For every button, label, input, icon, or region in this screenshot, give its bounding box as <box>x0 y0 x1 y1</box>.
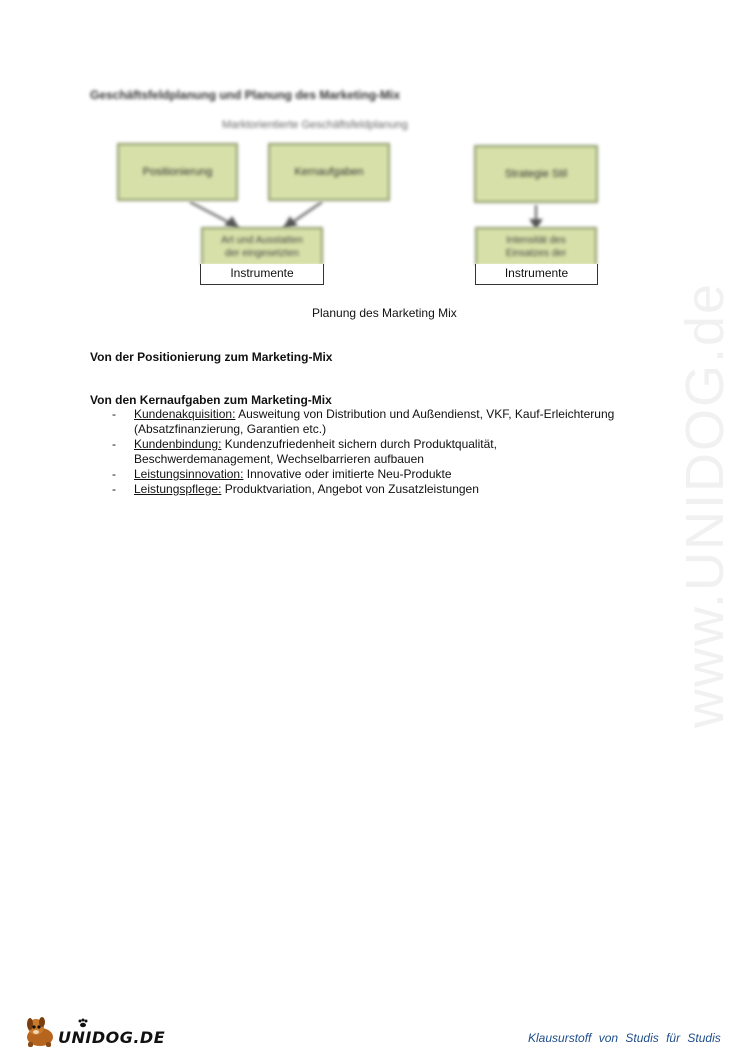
list-item: - Leistungspflege: Produktvariation, Ang… <box>90 482 694 497</box>
box-positionierung: Positionierung <box>117 143 238 201</box>
diagram-subtitle: Marktorientierte Geschäftsfeldplanung <box>222 119 408 131</box>
box-strategie-stil-label: Strategie Stil <box>504 168 568 180</box>
list-item: - Kundenbindung: Kundenzufriedenheit sic… <box>90 437 694 467</box>
document-title: Geschäftsfeldplanung und Planung des Mar… <box>90 88 401 102</box>
list-dash: - <box>112 467 116 481</box>
section-heading-positionierung: Von der Positionierung zum Marketing-Mix <box>90 350 333 364</box>
list-term: Leistungsinnovation: <box>134 467 244 481</box>
list-item: - Leistungsinnovation: Innovative oder i… <box>90 467 694 482</box>
box-strategie-stil: Strategie Stil <box>474 145 598 203</box>
diagram-arrows <box>189 201 543 230</box>
list-text: Ausweitung von Distribution und Außendie… <box>235 407 615 421</box>
box-intensitaet-line1: Intensität des <box>506 235 566 246</box>
box-intensitaet-line2: Einsatzes der <box>505 248 567 259</box>
watermark: www.UNIDOG.de <box>675 281 735 729</box>
section-heading-kernaufgaben: Von den Kernaufgaben zum Marketing-Mix <box>90 393 332 407</box>
list-term: Kundenakquisition: <box>134 407 236 421</box>
dog-logo-icon <box>27 1017 53 1047</box>
list-dash: - <box>112 407 116 421</box>
list-text-cont: Beschwerdemanagement, Wechselbarrieren a… <box>134 452 424 466</box>
footer-tagline: Klausurstoff von Studis für Studis <box>528 1031 721 1045</box>
diagram-caption: Planung des Marketing Mix <box>312 306 457 320</box>
box-art-und-ausstatten: Art und Ausstatten der eingesetzten <box>201 227 323 265</box>
box-art-instrumente: Instrumente <box>200 264 324 285</box>
box-kernaufgaben-label: Kernaufgaben <box>294 166 364 178</box>
kernaufgaben-list: - Kundenakquisition: Ausweitung von Dist… <box>90 407 694 497</box>
list-item: - Kundenakquisition: Ausweitung von Dist… <box>90 407 694 437</box>
box-positionierung-label: Positionierung <box>142 166 213 178</box>
paw-icon <box>78 1018 88 1028</box>
box-kernaufgaben: Kernaufgaben <box>268 143 390 201</box>
list-text: Produktvariation, Angebot von Zusatzleis… <box>221 482 479 496</box>
box-intensitaet-instrumente: Instrumente <box>475 264 598 285</box>
list-text: Kundenzufriedenheit sichern durch Produk… <box>221 437 497 451</box>
logo-text: UNIDOG.DE <box>58 1028 166 1047</box>
list-text-cont: (Absatzfinanzierung, Garantien etc.) <box>134 422 327 436</box>
list-text: Innovative oder imitierte Neu-Produkte <box>243 467 452 481</box>
box-art-line2: der eingesetzten <box>225 248 299 259</box>
list-dash: - <box>112 437 116 451</box>
list-dash: - <box>112 482 116 496</box>
box-art-line1: Art und Ausstatten <box>221 235 303 246</box>
list-term: Leistungspflege: <box>134 482 222 496</box>
list-term: Kundenbindung: <box>134 437 222 451</box>
box-intensitaet: Intensität des Einsatzes der <box>475 227 597 265</box>
